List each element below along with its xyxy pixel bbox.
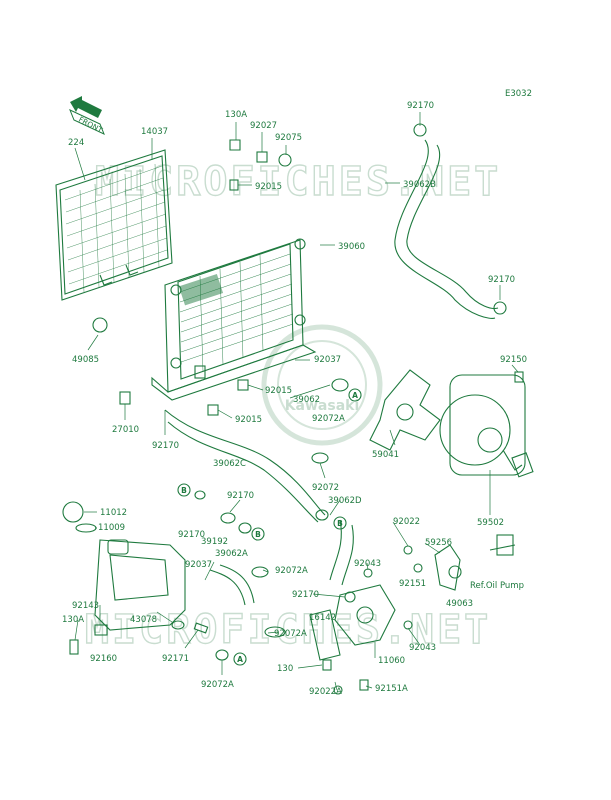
svg-text:B: B [181, 486, 187, 495]
callout-b-mid: B [251, 527, 265, 541]
callout-markers: A B B B A [177, 388, 362, 666]
watermark-bottom: MICROFICHES.NET [85, 607, 491, 653]
callout-a-mid: A [348, 388, 362, 402]
part-label: 92022A [309, 687, 342, 697]
part-label: 130A [225, 110, 247, 120]
part-label: 92171 [162, 654, 189, 664]
fan-assembly [369, 369, 534, 478]
part-label: 92015 [265, 386, 292, 396]
part-label: 92072A [274, 629, 307, 639]
callout-b-right: B [333, 516, 347, 530]
part-label: 92170 [178, 530, 205, 540]
part-label: 92043 [354, 559, 381, 569]
part-label: 92170 [227, 491, 254, 501]
radiator-core [151, 238, 317, 401]
part-label: 92072A [312, 414, 345, 424]
part-label: 39192 [201, 537, 228, 547]
part-label: 92072A [275, 566, 308, 576]
svg-text:B: B [255, 530, 261, 539]
part-label: 92170 [488, 275, 515, 285]
part-label: 92151 [399, 579, 426, 589]
svg-text:A: A [237, 655, 243, 664]
water-pump [309, 534, 516, 661]
part-label: 92027 [250, 121, 277, 131]
part-label: 11012 [100, 508, 127, 518]
part-label: 49063 [446, 599, 473, 609]
reservoir-tank [62, 501, 186, 631]
part-label: 92037 [185, 560, 212, 570]
part-label: 39062 [293, 395, 320, 405]
part-label: 92151A [375, 684, 408, 694]
part-label: 14037 [141, 127, 168, 137]
part-labels: 224 14037 130A 92027 92075 92015 92170 3… [62, 101, 527, 697]
part-label: 92043 [409, 643, 436, 653]
callout-a-low: A [233, 652, 247, 666]
radiator-screen [55, 149, 173, 301]
part-label: 11060 [378, 656, 405, 666]
callout-b-top: B [177, 483, 191, 497]
part-label: 59256 [425, 538, 452, 548]
part-label: 92143 [72, 601, 99, 611]
part-label: 92170 [407, 101, 434, 111]
part-label: 130A [62, 615, 84, 625]
part-label: 92170 [292, 590, 319, 600]
part-label: 92072 [312, 483, 339, 493]
part-label: 16142 [309, 613, 336, 623]
part-label: 92170 [152, 441, 179, 451]
part-label: 92015 [235, 415, 262, 425]
part-label: 92015 [255, 182, 282, 192]
part-label: 92160 [90, 654, 117, 664]
part-label: 130 [277, 664, 293, 674]
part-label: 43078 [130, 615, 157, 625]
part-label: Ref.Oil Pump [470, 581, 524, 591]
leader-lines [74, 112, 519, 691]
part-label: 224 [68, 138, 84, 148]
part-label: 49085 [72, 355, 99, 365]
hoses [164, 139, 499, 606]
part-label: 39062C [213, 459, 246, 469]
part-label: 92022 [393, 517, 420, 527]
small-parts [69, 123, 524, 695]
front-arrow-icon: FRONT [69, 96, 105, 135]
diagram-code: E3032 [505, 89, 532, 99]
kawasaki-seal: Kawasaki [261, 324, 383, 446]
part-label: 92075 [275, 133, 302, 143]
part-label: 92037 [314, 355, 341, 365]
part-label: 92072A [201, 680, 234, 690]
svg-text:A: A [352, 391, 358, 400]
watermark-top: MICROFICHES.NET [95, 159, 501, 205]
part-label: 39062B [403, 180, 436, 190]
part-label: 27010 [112, 425, 139, 435]
part-label: 92150 [500, 355, 527, 365]
part-label: 59041 [372, 450, 399, 460]
seal-text: Kawasaki [285, 398, 360, 414]
part-label: 39062D [328, 496, 362, 506]
part-label: 11009 [98, 523, 125, 533]
part-label: 39060 [338, 242, 365, 252]
svg-text:B: B [337, 519, 343, 528]
part-label: 59502 [477, 518, 504, 528]
front-label: FRONT [77, 115, 104, 135]
part-label: 39062A [215, 549, 248, 559]
